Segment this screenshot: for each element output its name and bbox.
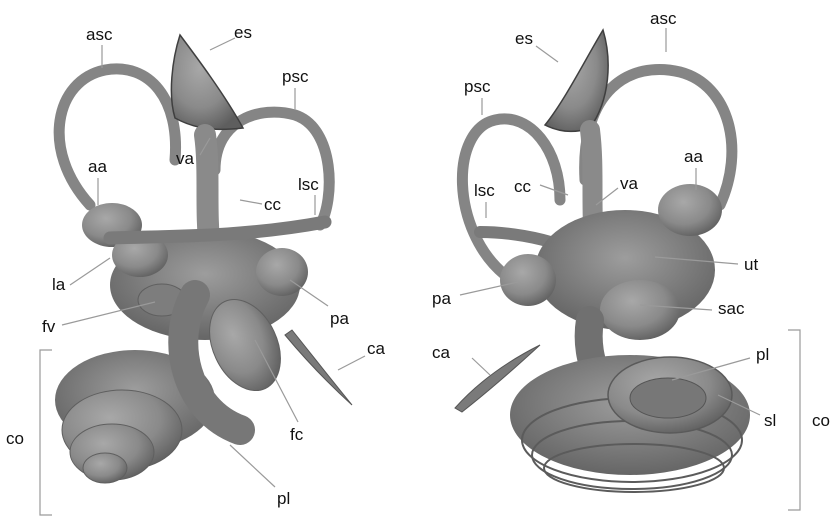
label-left-va: va (176, 150, 194, 167)
right-spiral-lamina-inner (630, 378, 706, 418)
left-es-sac (171, 35, 243, 129)
leader-left-es (210, 38, 235, 50)
label-left-cc: cc (264, 196, 281, 213)
label-right-asc: asc (650, 10, 676, 27)
label-right-ut: ut (744, 256, 758, 273)
label-left-aa: aa (88, 158, 107, 175)
leader-left-cc (240, 200, 262, 204)
label-right-va: va (620, 175, 638, 192)
label-left-asc: asc (86, 26, 112, 43)
label-right-lsc: lsc (474, 182, 495, 199)
label-left-fc: fc (290, 426, 303, 443)
right-saccule (600, 280, 680, 340)
leader-left-la (70, 258, 110, 285)
leader-left-ca (338, 356, 365, 370)
label-left-co: co (6, 430, 24, 447)
left-inner-ear-model (55, 35, 352, 483)
label-right-sl: sl (764, 412, 776, 429)
label-right-pl: pl (756, 346, 769, 363)
label-left-ca: ca (367, 340, 385, 357)
right-anterior-ampulla (658, 184, 722, 236)
label-right-es: es (515, 30, 533, 47)
right-asc-canal (585, 69, 732, 205)
left-cochlea-apex (83, 453, 127, 483)
label-right-psc: psc (464, 78, 490, 95)
label-right-cc: cc (514, 178, 531, 195)
label-left-la: la (52, 276, 65, 293)
right-posterior-ampulla (500, 254, 556, 306)
label-right-aa: aa (684, 148, 703, 165)
label-left-pa: pa (330, 310, 349, 327)
leader-right-es (536, 46, 558, 62)
label-left-lsc: lsc (298, 176, 319, 193)
leader-right-ca (472, 358, 490, 375)
label-right-ca: ca (432, 344, 450, 361)
label-left-es: es (234, 24, 252, 41)
left-posterior-ampulla (256, 248, 308, 296)
bracket-right-co (788, 330, 800, 510)
label-left-fv: fv (42, 318, 55, 335)
label-right-pa: pa (432, 290, 451, 307)
label-left-pl: pl (277, 490, 290, 507)
label-right-co: co (812, 412, 830, 429)
label-left-psc: psc (282, 68, 308, 85)
label-right-sac: sac (718, 300, 744, 317)
bracket-left-co (40, 350, 52, 515)
leader-left-pl (230, 445, 275, 487)
left-asc-canal (59, 69, 175, 205)
